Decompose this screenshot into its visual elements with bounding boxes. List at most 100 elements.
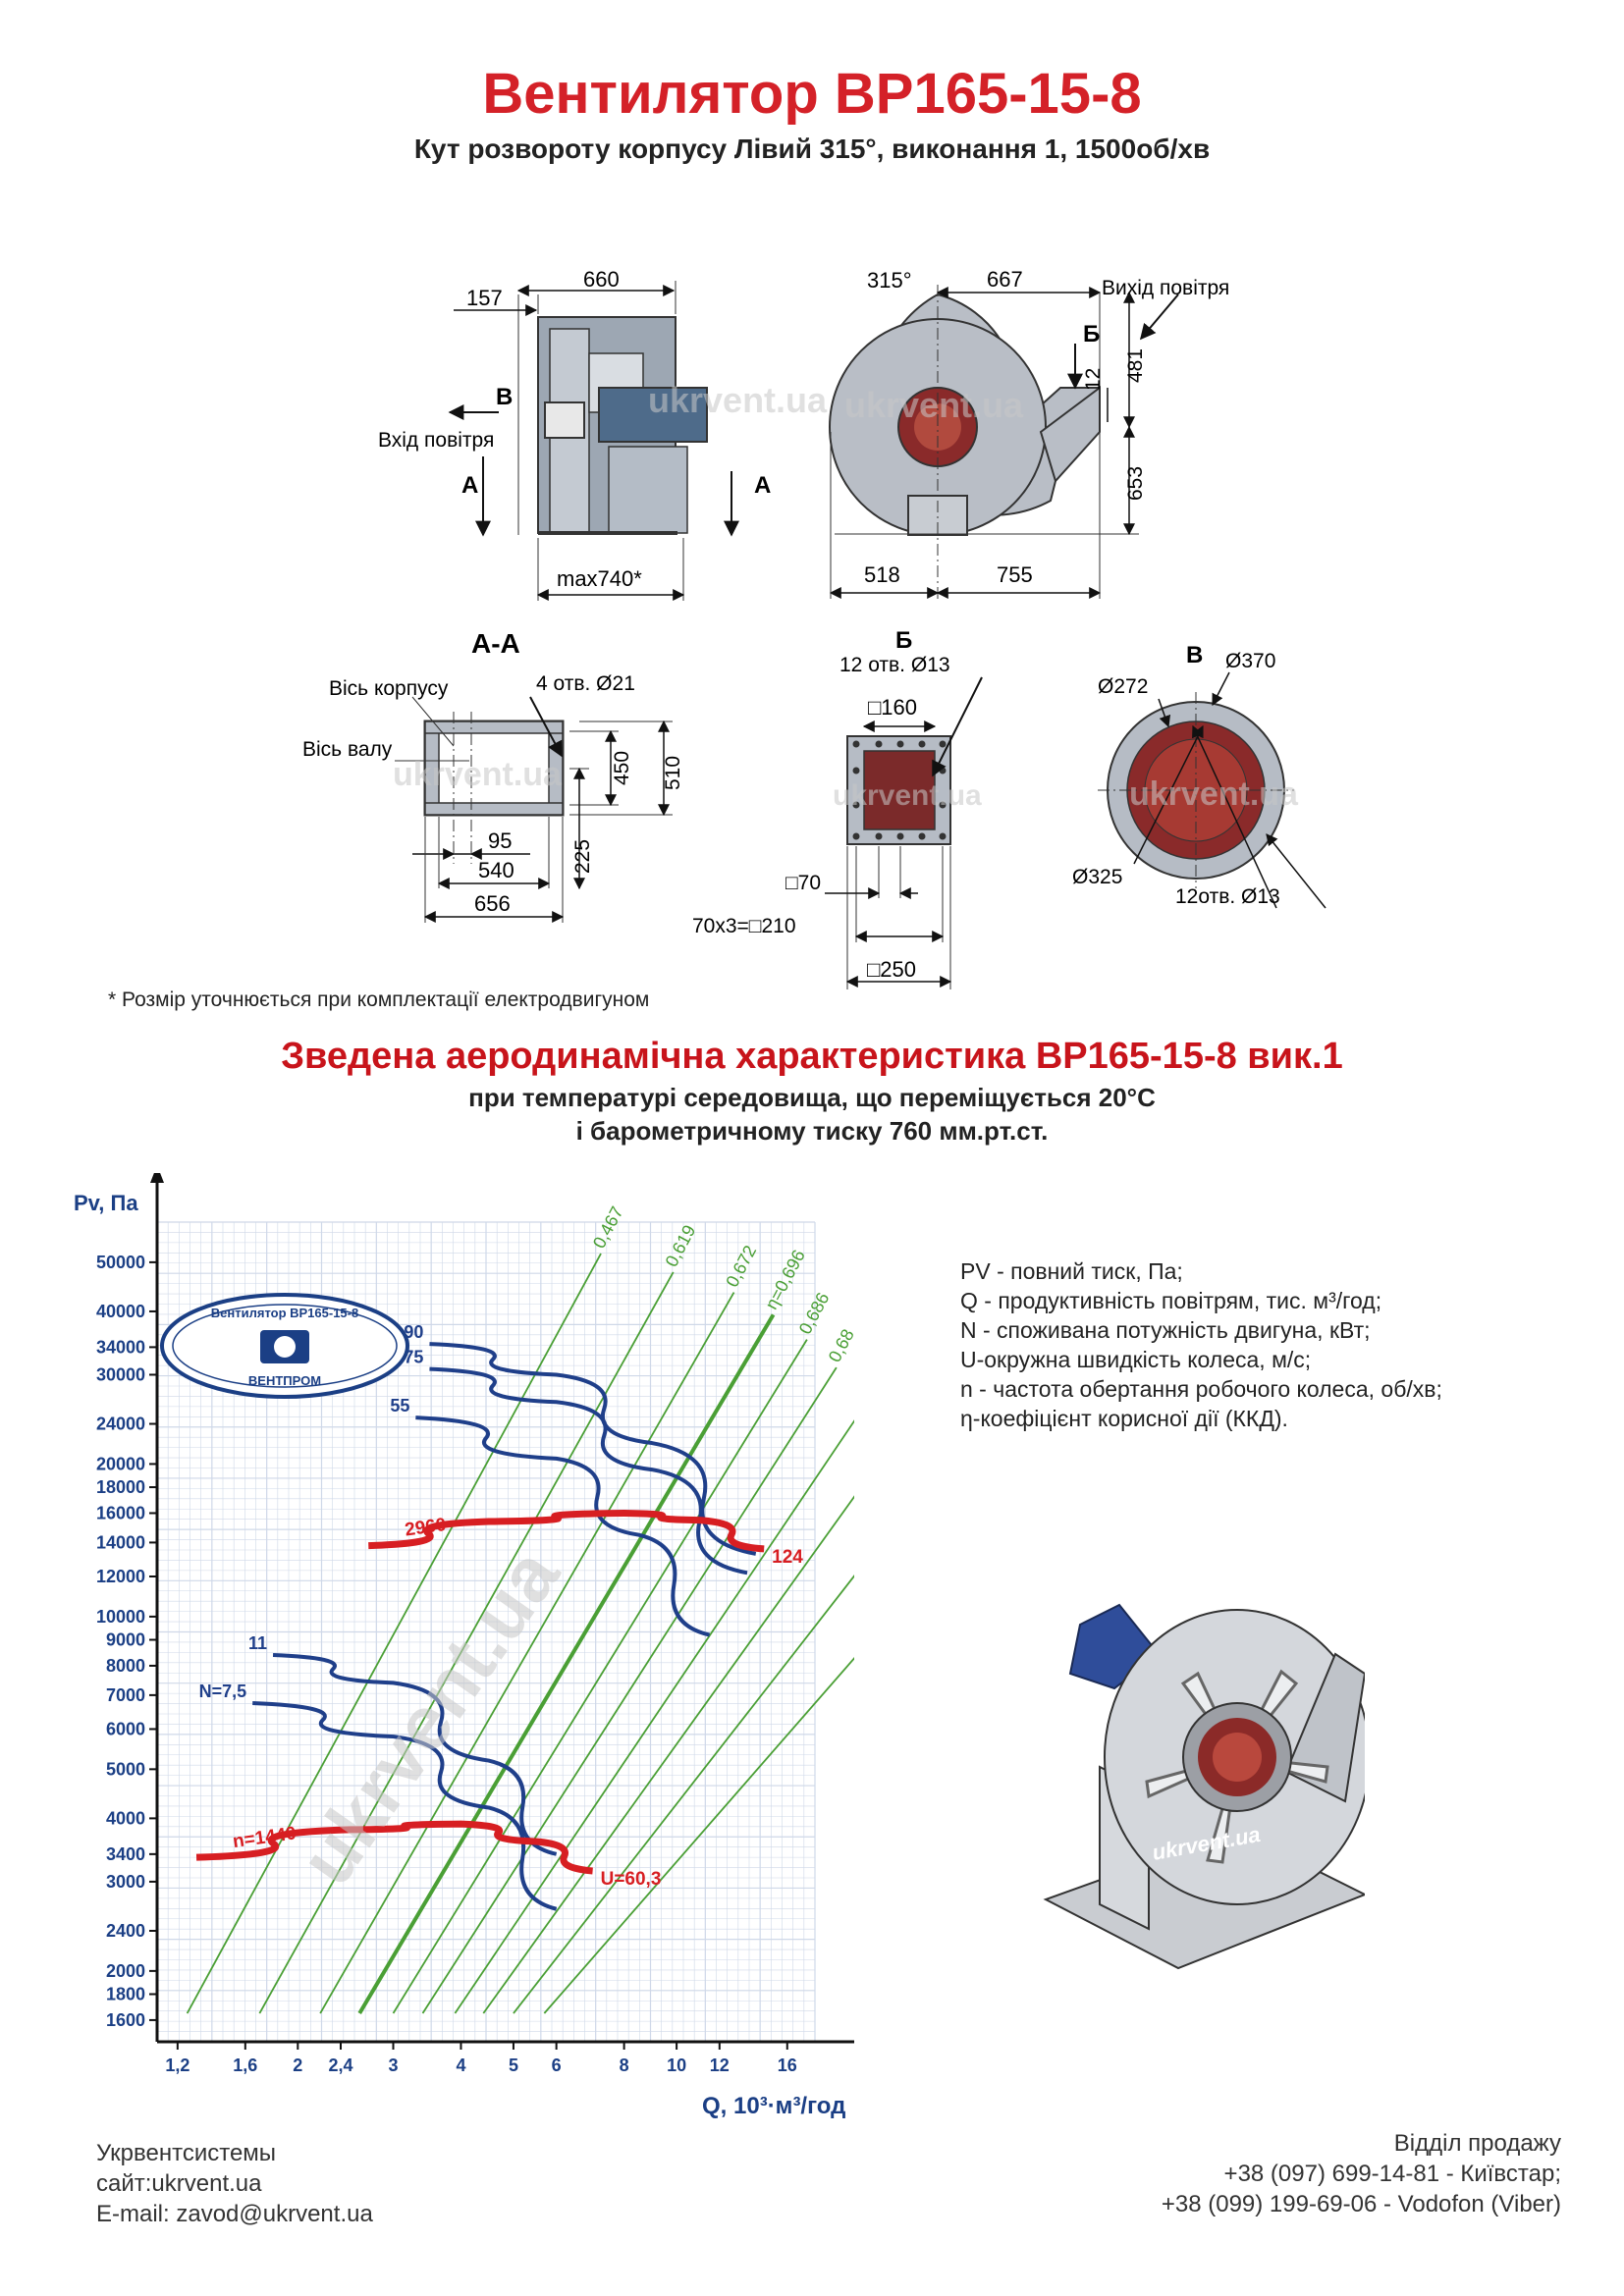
dim-656: 656	[474, 891, 511, 916]
efficiency-line	[543, 1657, 854, 2014]
dim-755: 755	[997, 562, 1033, 587]
badge-text: Вентилятор ВР165-15-8	[211, 1306, 358, 1320]
y-tick-label: 40000	[96, 1302, 145, 1321]
power-label: N=7,5	[199, 1682, 247, 1701]
x-tick-label: 16	[778, 2056, 797, 2075]
sales-title: Відділ продажу	[1393, 2130, 1561, 2157]
dim-481: 481	[1124, 348, 1147, 383]
efficiency-line	[454, 1419, 854, 2014]
dim-210: 70х3=□210	[692, 915, 796, 937]
efficiency-label: 0,686	[795, 1289, 834, 1337]
footer-sales: Відділ продажу +38 (097) 699-14-81 - Киї…	[1162, 2128, 1561, 2219]
section-mark-a-left: А	[461, 472, 478, 499]
page-title: Вентилятор ВР165-15-8	[482, 62, 1142, 126]
x-tick-label: 2,4	[328, 2056, 352, 2075]
section-aa-title: А-А	[471, 628, 520, 659]
company-name: Укрвентсистемы	[96, 2140, 277, 2166]
section-aa-drawing: ukrvent.ua	[393, 696, 673, 923]
y-tick-label: 5000	[106, 1759, 145, 1779]
view-b-drawing: ukrvent.ua	[825, 676, 983, 989]
aero-chart: 0,4670,6190,672η=0,6960,6860,680,6670,65…	[74, 1173, 854, 2119]
dim-518: 518	[864, 562, 900, 587]
diameter-325: Ø325	[1072, 866, 1122, 888]
efficiency-line	[392, 1339, 808, 2014]
efficiency-line	[513, 1575, 854, 2014]
email-link[interactable]: E-mail: zavod@ukrvent.ua	[96, 2201, 373, 2227]
footer-contacts: Укрвентсистемы сайт:ukrvent.ua E-mail: z…	[96, 2138, 373, 2229]
page-subtitle: Кут розвороту корпусу Лівий 315°, викона…	[413, 133, 1211, 164]
view-v-title: В	[1186, 642, 1203, 668]
technical-drawings: ukrvent.ua 157 660 В Вхід повітря А А ma…	[302, 267, 1326, 989]
x-tick-label: 2	[293, 2056, 302, 2075]
legend-item: Q - продуктивність повітрям, тис. м³/год…	[960, 1288, 1382, 1313]
power-label: 55	[390, 1396, 409, 1415]
efficiency-label: η=0,696	[761, 1247, 808, 1312]
dim-157: 157	[466, 286, 503, 310]
efficiency-line	[186, 1253, 602, 2014]
dim-660: 660	[583, 267, 620, 292]
speed-end-label: 124	[772, 1547, 803, 1568]
legend: PV - повний тиск, Па; Q - продуктивність…	[960, 1256, 1442, 1433]
footnote: * Розмір уточнюється при комплектації ел…	[108, 988, 650, 1011]
rotation-angle: 315°	[867, 268, 912, 293]
efficiency-line	[421, 1366, 838, 2014]
x-tick-label: 3	[388, 2056, 398, 2075]
power-curve	[415, 1415, 711, 1637]
section-mark-a-right: А	[754, 472, 771, 499]
y-tick-label: 6000	[106, 1719, 145, 1738]
efficiency-line	[482, 1495, 854, 2014]
dim-540: 540	[478, 858, 514, 882]
dim-450: 450	[611, 751, 633, 785]
efficiency-line	[357, 1313, 776, 2015]
efficiency-label: 0,672	[722, 1242, 760, 1290]
flange-holes-v: 12отв. Ø13	[1175, 885, 1280, 908]
power-curve	[272, 1652, 558, 1856]
badge-subtext: ВЕНТПРОМ	[248, 1373, 321, 1388]
y-tick-label: 2400	[106, 1921, 145, 1941]
chart-badge: Вентилятор ВР165-15-8 ВЕНТПРОМ	[160, 1293, 409, 1399]
y-tick-label: 50000	[96, 1253, 145, 1272]
y-tick-labels: 5000040000340003000024000200001800016000…	[96, 1253, 157, 2030]
svg-text:ukrvent.ua: ukrvent.ua	[393, 756, 563, 793]
speed-label: 2960	[404, 1515, 448, 1541]
phone-1[interactable]: +38 (097) 699-14-81 - Київстар;	[1223, 2161, 1561, 2187]
y-tick-label: 30000	[96, 1364, 145, 1384]
side-view-drawing: ukrvent.ua	[448, 281, 828, 601]
svg-text:ukrvent.ua: ukrvent.ua	[1129, 775, 1299, 813]
x-tick-label: 8	[620, 2056, 629, 2075]
air-outlet-label: Вихід повітря	[1102, 277, 1229, 299]
y-axis-arrow	[150, 1173, 164, 1183]
legend-item: N - споживана потужність двигуна, кВт;	[960, 1317, 1371, 1343]
legend-item: n - частота обертання робочого колеса, о…	[960, 1376, 1442, 1402]
y-tick-label: 12000	[96, 1567, 145, 1586]
dim-70: □70	[785, 872, 821, 894]
y-tick-label: 3000	[106, 1872, 145, 1892]
power-label: 11	[248, 1633, 267, 1653]
speed-end-label: U=60,3	[601, 1869, 662, 1890]
view-b-title: Б	[895, 627, 912, 654]
y-tick-label: 9000	[106, 1630, 145, 1650]
chart-axes	[150, 1173, 854, 2044]
body-axis-label: Вісь корпусу	[329, 677, 449, 700]
y-tick-label: 10000	[96, 1607, 145, 1627]
legend-item: η-коефіцієнт корисної дії (ККД).	[960, 1406, 1288, 1431]
dim-250: □250	[867, 957, 916, 982]
diameter-370: Ø370	[1225, 650, 1275, 672]
watermark-text: ukrvent.ua	[648, 380, 828, 420]
x-tick-label: 10	[667, 2056, 686, 2075]
x-tick-label: 1,2	[165, 2056, 189, 2075]
flange-holes-b: 12 отв. Ø13	[839, 654, 950, 676]
speed-curve	[195, 1820, 593, 1875]
y-tick-label: 14000	[96, 1532, 145, 1552]
y-tick-label: 4000	[106, 1808, 145, 1828]
aero-subtitle-1: при температурі середовища, що переміщує…	[468, 1083, 1156, 1112]
efficiency-label: 0,467	[589, 1203, 627, 1252]
y-tick-label: 2000	[106, 1961, 145, 1981]
dim-510: 510	[662, 756, 684, 790]
shaft-axis-label: Вісь валу	[302, 738, 393, 761]
dim-653: 653	[1124, 466, 1147, 501]
x-tick-label: 5	[509, 2056, 518, 2075]
site-link[interactable]: сайт:ukrvent.ua	[96, 2170, 262, 2197]
phone-2[interactable]: +38 (099) 199-69-06 - Vodofon (Viber)	[1161, 2191, 1561, 2217]
